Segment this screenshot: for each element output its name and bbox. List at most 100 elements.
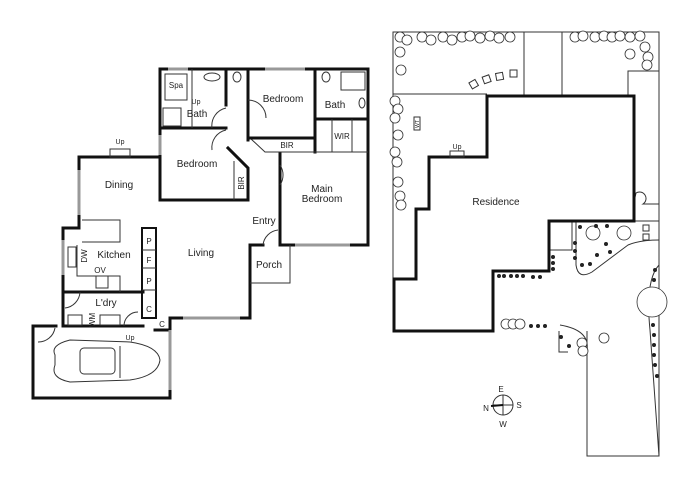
garage-wall bbox=[31, 324, 172, 400]
basin-icon bbox=[358, 97, 366, 109]
floor-plan: Spa Bath Bedroom Bath WIR BIR Bedroom BI… bbox=[31, 67, 370, 400]
tree-icon bbox=[394, 46, 406, 58]
stairs-label: Up bbox=[453, 144, 462, 151]
pantry-label: P bbox=[146, 277, 151, 286]
tree-icon bbox=[484, 30, 496, 42]
shrub-icon bbox=[509, 274, 513, 278]
tree-icon bbox=[624, 48, 636, 60]
shrub-icon bbox=[652, 353, 656, 357]
room-label-laundry: L'dry bbox=[95, 298, 116, 309]
car-icon bbox=[53, 339, 161, 383]
door bbox=[64, 291, 81, 309]
shrub-icon bbox=[502, 274, 506, 278]
room-label-bir: BIR bbox=[237, 176, 246, 190]
paving-stones bbox=[468, 69, 518, 90]
tree-icon bbox=[391, 156, 403, 168]
door bbox=[279, 164, 284, 186]
tree-icon bbox=[464, 30, 476, 42]
tree-icon bbox=[504, 31, 516, 43]
shrub-icon bbox=[653, 363, 657, 367]
room-label-main-bedroom: Bedroom bbox=[302, 194, 343, 205]
shrub-icon bbox=[655, 374, 659, 378]
stairs-label: Up bbox=[192, 99, 201, 106]
spa-icon bbox=[164, 73, 188, 101]
tree-icon bbox=[598, 332, 610, 344]
tree-icon bbox=[401, 34, 413, 46]
compass-east: E bbox=[498, 385, 503, 394]
residence-label: Residence bbox=[472, 197, 520, 208]
exterior-wall-laundry bbox=[61, 290, 145, 328]
shrub-icon bbox=[551, 255, 555, 259]
shrub-icon bbox=[605, 224, 609, 228]
room-label-bath: Bath bbox=[187, 109, 208, 120]
toilet-icon bbox=[321, 71, 331, 83]
room-label-dining: Dining bbox=[105, 180, 133, 191]
room-label-entry: Entry bbox=[252, 216, 275, 227]
dishwasher-label: DW bbox=[80, 249, 89, 263]
water-tank-label: WT bbox=[415, 120, 421, 128]
tree-icon bbox=[585, 225, 601, 241]
tree-icon bbox=[389, 112, 401, 124]
cooktop-icon bbox=[95, 275, 109, 289]
tree-icon bbox=[636, 286, 668, 318]
tree-icon bbox=[639, 41, 651, 53]
shrub-icon bbox=[588, 262, 592, 266]
residence-outline bbox=[392, 94, 636, 333]
tree-icon bbox=[614, 30, 626, 42]
tree-icon bbox=[641, 59, 653, 71]
shrub-icon bbox=[652, 343, 656, 347]
tree-icon bbox=[514, 318, 526, 330]
shrub-icon bbox=[551, 261, 555, 265]
shrub-icon bbox=[652, 278, 656, 282]
stairs-label: Up bbox=[116, 139, 125, 146]
basin-icon bbox=[203, 72, 221, 82]
room-label-living: Living bbox=[188, 248, 214, 259]
trough-icon bbox=[67, 314, 83, 326]
tree-icon bbox=[437, 31, 449, 43]
tree-icon bbox=[577, 345, 589, 357]
cupboard-label: C bbox=[159, 320, 165, 329]
tree-icon bbox=[446, 34, 458, 46]
room-label-wir: WIR bbox=[334, 132, 350, 141]
room-label-main-bedroom: Main bbox=[311, 184, 333, 195]
compass-north: N bbox=[483, 404, 489, 413]
shrub-icon bbox=[608, 250, 612, 254]
room-label-bath: Bath bbox=[325, 100, 346, 111]
room-label-bedroom: Bedroom bbox=[263, 94, 304, 105]
compass-south: S bbox=[516, 401, 521, 410]
landscaping bbox=[389, 30, 668, 378]
door bbox=[247, 99, 267, 119]
room-label-kitchen: Kitchen bbox=[97, 250, 130, 261]
shrub-icon bbox=[652, 333, 656, 337]
room-label-porch: Porch bbox=[256, 260, 282, 271]
shrub-icon bbox=[573, 241, 577, 245]
toilet-icon bbox=[232, 71, 242, 83]
shrub-icon bbox=[529, 324, 533, 328]
stairs-icon bbox=[109, 148, 131, 158]
bedroom-wall bbox=[158, 145, 250, 202]
shrub-icon bbox=[580, 263, 584, 267]
shrub-icon bbox=[594, 224, 598, 228]
tree-icon bbox=[624, 31, 636, 43]
tree-icon bbox=[416, 31, 428, 43]
shrub-icon bbox=[559, 335, 563, 339]
lot-boundary bbox=[392, 31, 660, 457]
shower-icon bbox=[340, 71, 366, 91]
tree-icon bbox=[395, 199, 407, 211]
tree-icon bbox=[394, 190, 406, 202]
compass: E N S W bbox=[483, 385, 522, 429]
tree-icon bbox=[474, 32, 486, 44]
oven-label: OV bbox=[94, 266, 106, 275]
shrub-icon bbox=[531, 275, 535, 279]
shrub-icon bbox=[551, 267, 555, 271]
shrub-icon bbox=[595, 253, 599, 257]
door bbox=[211, 129, 227, 151]
shower-icon bbox=[162, 107, 182, 127]
water-tank bbox=[413, 116, 421, 131]
washing-machine-label: WM bbox=[88, 313, 97, 328]
shrub-icon bbox=[573, 249, 577, 253]
tree-icon bbox=[392, 176, 404, 188]
shrub-icon bbox=[521, 274, 525, 278]
shrub-icon bbox=[651, 323, 655, 327]
